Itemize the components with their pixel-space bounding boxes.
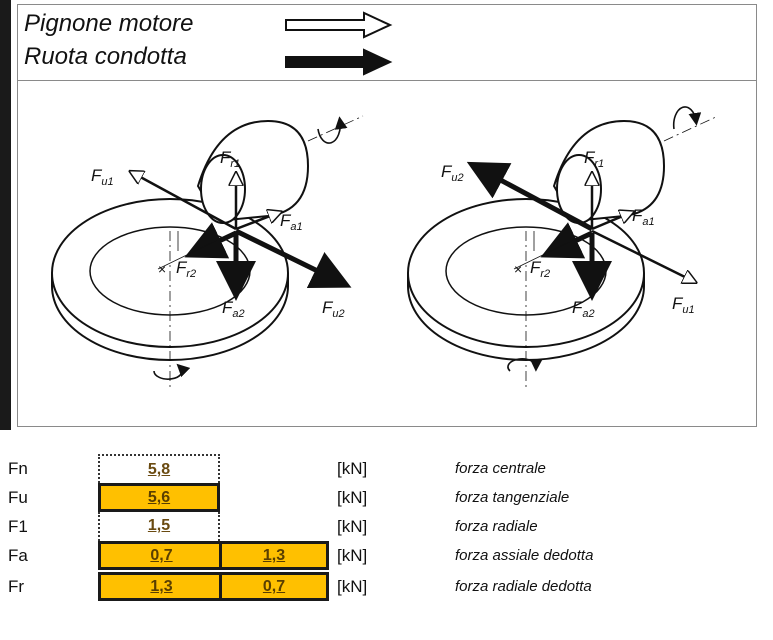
- solid-arrow-icon: [285, 48, 393, 76]
- value-cell-fa-2[interactable]: 1,3: [219, 541, 329, 570]
- label-fr1r-base: F: [584, 148, 596, 167]
- svg-text:Fa2: Fa2: [222, 298, 245, 320]
- row-symbol: F1: [8, 517, 28, 536]
- label-fr2r-sub: r2: [540, 268, 550, 280]
- legend-driven-label: Ruota condotta: [24, 43, 187, 70]
- svg-text:Fr2: Fr2: [530, 258, 550, 280]
- row-description: forza centrale: [455, 460, 546, 477]
- left-gear-assembly: × Fu1 Fr1 Fa1 Fr2 Fa2 Fu2: [51, 115, 364, 391]
- svg-text:Fr1: Fr1: [220, 148, 240, 170]
- label-fr2-sub: r2: [186, 268, 196, 280]
- svg-text:Fa1: Fa1: [280, 211, 303, 233]
- svg-text:Fr1: Fr1: [584, 148, 604, 170]
- label-fu2-sub: u2: [332, 308, 344, 320]
- force-arrow-fu2-right: [466, 161, 594, 232]
- row-unit: [kN]: [337, 546, 368, 565]
- label-fu1-sub: u1: [101, 176, 113, 188]
- row-description: forza radiale: [455, 518, 538, 535]
- row-description: forza tangenziale: [455, 489, 570, 506]
- label-fr1r-sub: r1: [594, 158, 604, 170]
- label-fa1-sub: a1: [290, 221, 302, 233]
- row-symbol: Fu: [8, 488, 28, 507]
- force-arrow-fr2-right: [540, 222, 594, 259]
- label-fr1-sub: r1: [230, 158, 240, 170]
- label-fa1-base: F: [280, 211, 292, 230]
- left-edge-bar: [0, 0, 11, 430]
- value-cell-fu[interactable]: 5,6: [98, 483, 220, 512]
- svg-text:Fu1: Fu1: [91, 166, 114, 188]
- row-unit: [kN]: [337, 517, 368, 536]
- table-row-fn: Fn 5,8 [kN] forza centrale: [0, 454, 773, 483]
- value-cell-fn[interactable]: 5,8: [98, 454, 220, 483]
- row-unit: [kN]: [337, 459, 368, 478]
- label-fu1r-sub: u1: [682, 304, 694, 316]
- force-arrow-fu1: [133, 173, 237, 231]
- row-symbol: Fr: [8, 577, 25, 596]
- force-arrow-fu2: [234, 228, 352, 288]
- svg-text:Fa2: Fa2: [572, 298, 595, 320]
- label-fu2r-sub: u2: [451, 172, 463, 184]
- legend-arrows: [285, 11, 393, 76]
- label-fu1-base: F: [91, 166, 103, 185]
- label-fa1r-sub: a1: [642, 216, 654, 228]
- legend-panel: Pignone motore Ruota condotta: [17, 4, 757, 81]
- svg-text:×: ×: [158, 261, 166, 277]
- right-gear-assembly: × Fu2 Fr1 Fa1 Fr2 Fa2 Fu1: [407, 106, 719, 391]
- label-fr2r-base: F: [530, 258, 542, 277]
- table-row-fa: Fa 0,7 1,3 [kN] forza assiale dedotta: [0, 541, 773, 570]
- legend-driver-label: Pignone motore: [24, 10, 194, 37]
- row-unit: [kN]: [337, 488, 368, 507]
- gear-force-diagram: × Fu1 Fr1 Fa1 Fr2 Fa2 Fu2: [17, 80, 757, 427]
- label-fr2-base: F: [176, 258, 188, 277]
- force-arrow-fu1-right: [591, 229, 693, 281]
- svg-text:×: ×: [514, 261, 522, 277]
- hollow-arrow-icon: [285, 11, 393, 39]
- row-description: forza assiale dedotta: [455, 547, 594, 564]
- label-fa2r-sub: a2: [582, 308, 594, 320]
- force-values-table: Fn 5,8 [kN] forza centrale Fu 5,6 [kN] f…: [0, 448, 773, 618]
- label-fa2r-base: F: [572, 298, 584, 317]
- value-cell-f1[interactable]: 1,5: [98, 512, 220, 541]
- value-cell-fr-1[interactable]: 1,3: [98, 572, 222, 601]
- value-cell-fa-1[interactable]: 0,7: [98, 541, 222, 570]
- force-arrow-fr2: [184, 222, 238, 259]
- svg-text:Fr2: Fr2: [176, 258, 196, 280]
- table-row-fu: Fu 5,6 [kN] forza tangenziale: [0, 483, 773, 512]
- row-unit: [kN]: [337, 577, 368, 596]
- row-description: forza radiale dedotta: [455, 578, 592, 595]
- value-cell-fr-2[interactable]: 0,7: [219, 572, 329, 601]
- label-fa2-base: F: [222, 298, 234, 317]
- force-arrow-fa1-right: [591, 213, 630, 231]
- svg-text:Fu2: Fu2: [322, 298, 345, 320]
- label-fa1r-base: F: [632, 206, 644, 225]
- svg-text:Fa1: Fa1: [632, 206, 655, 228]
- row-symbol: Fn: [8, 459, 28, 478]
- label-fr1-base: F: [220, 148, 232, 167]
- row-symbol: Fa: [8, 546, 28, 565]
- label-fu1r-base: F: [672, 294, 684, 313]
- svg-text:Fu2: Fu2: [441, 162, 464, 184]
- label-fu2r-base: F: [441, 162, 453, 181]
- table-row-f1: F1 1,5 [kN] forza radiale: [0, 512, 773, 541]
- force-arrow-fa1: [235, 213, 278, 231]
- svg-text:Fu1: Fu1: [672, 294, 695, 316]
- table-row-fr: Fr 1,3 0,7 [kN] forza radiale dedotta: [0, 572, 773, 601]
- label-fu2-base: F: [322, 298, 334, 317]
- label-fa2-sub: a2: [232, 308, 244, 320]
- diagram-canvas: × Fu1 Fr1 Fa1 Fr2 Fa2 Fu2: [51, 106, 719, 391]
